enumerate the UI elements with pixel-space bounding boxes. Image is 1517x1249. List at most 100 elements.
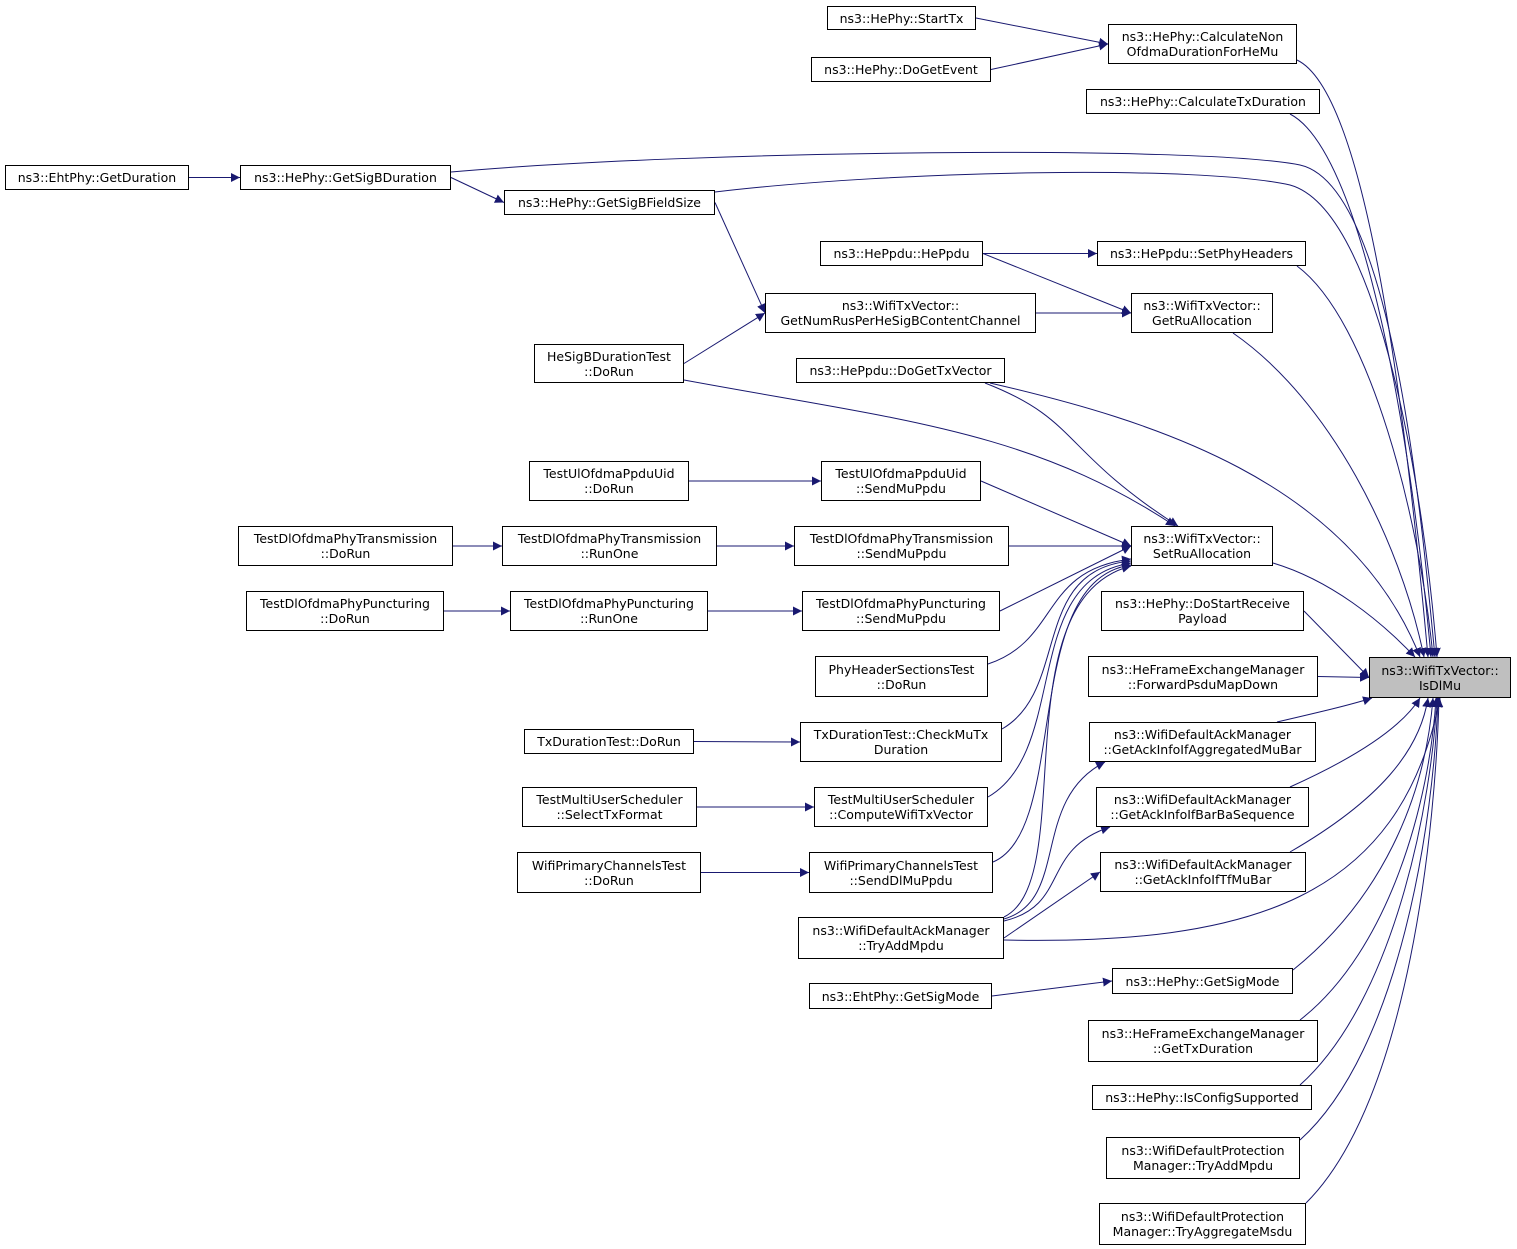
graph-node[interactable]: ns3::WifiDefaultAckManager::TryAddMpdu [798, 917, 1004, 959]
graph-node[interactable]: WifiPrimaryChannelsTest::SendDlMuPpdu [809, 852, 993, 893]
graph-node[interactable]: TestUlOfdmaPpduUid::SendMuPpdu [821, 461, 981, 501]
node-label-line: TestDlOfdmaPhyTransmission [253, 531, 438, 546]
node-label-line: ns3::HePhy::DoGetEvent [824, 62, 978, 77]
graph-edge [1289, 697, 1432, 853]
graph-node[interactable]: TestMultiUserScheduler::ComputeWifiTxVec… [814, 787, 988, 827]
node-label-line: Manager::TryAggregateMsdu [1112, 1224, 1293, 1239]
graph-edge [1232, 332, 1427, 658]
node-label-line: ::RunOne [580, 546, 639, 561]
graph-edge [1303, 610, 1370, 678]
node-label-line: ns3::WifiDefaultAckManager [1113, 792, 1292, 807]
node-label-line: ns3::HePpdu::SetPhyHeaders [1109, 246, 1294, 261]
node-label-line: ::DoRun [584, 872, 634, 888]
node-label-line: ns3::WifiTxVector:: [841, 298, 960, 313]
graph-edge [991, 977, 1113, 997]
graph-node[interactable]: ns3::HeFrameExchangeManager::ForwardPsdu… [1088, 656, 1318, 697]
node-label-line: ::SendMuPpdu [856, 546, 947, 561]
graph-edge [980, 480, 1132, 547]
node-label-line: ns3::HePpdu::DoGetTxVector [809, 363, 992, 378]
node-label-line: TestMultiUserScheduler [827, 792, 975, 807]
graph-node[interactable]: TestDlOfdmaPhyTransmission::DoRun [238, 526, 453, 566]
graph-node[interactable]: ns3::HeFrameExchangeManager::GetTxDurati… [1088, 1020, 1318, 1062]
graph-edge [693, 737, 801, 747]
node-label-line: GetRuAllocation [1152, 313, 1252, 328]
graph-edge [1292, 697, 1437, 971]
graph-edge [1289, 113, 1435, 658]
node-label-line: ::ForwardPsduMapDown [1127, 676, 1279, 692]
node-label-line: ::GetAckInfoIfTfMuBar [1134, 872, 1272, 887]
graph-node[interactable]: ns3::HePhy::GetSigBDuration [240, 165, 451, 190]
node-label-line: ::GetTxDuration [1152, 1041, 1254, 1056]
graph-node[interactable]: ns3::HePhy::StartTx [827, 6, 976, 30]
graph-node[interactable]: ns3::HePhy::GetSigMode [1112, 968, 1293, 994]
node-label-line: HeSigBDurationTest [547, 348, 671, 364]
node-label-line: ns3::WifiDefaultAckManager [812, 923, 990, 938]
graph-node[interactable]: TxDurationTest::DoRun [524, 729, 694, 754]
graph-node[interactable]: ns3::HePhy::IsConfigSupported [1092, 1085, 1312, 1110]
graph-edge [1299, 697, 1443, 1141]
node-label-line: TestUlOfdmaPpduUid [835, 466, 967, 481]
graph-node[interactable]: ns3::HePhy::CalculateTxDuration [1086, 89, 1320, 114]
graph-node[interactable]: ns3::WifiTxVector::SetRuAllocation [1131, 526, 1273, 566]
node-label-line: Payload [1178, 611, 1227, 626]
graph-node[interactable]: TestDlOfdmaPhyTransmission::RunOne [502, 526, 717, 566]
graph-edge [1003, 761, 1106, 920]
graph-node[interactable]: TestMultiUserScheduler::SelectTxFormat [522, 787, 697, 827]
graph-node[interactable]: TestDlOfdmaPhyPuncturing::DoRun [246, 591, 444, 631]
graph-node[interactable]: ns3::HePhy::DoGetEvent [811, 57, 991, 82]
node-label-line: ns3::HeFrameExchangeManager [1101, 1026, 1305, 1041]
node-label-line: ns3::HePhy::StartTx [839, 10, 964, 26]
graph-node[interactable]: TestDlOfdmaPhyTransmission::SendMuPpdu [794, 526, 1009, 566]
node-label-line: ::SendDlMuPpdu [849, 872, 953, 888]
node-label-line: Duration [873, 742, 929, 757]
graph-node[interactable]: TestDlOfdmaPhyPuncturing::RunOne [510, 591, 708, 631]
node-label-line: ::SendMuPpdu [856, 611, 946, 626]
graph-edge [450, 177, 505, 203]
graph-edge [1289, 697, 1421, 788]
graph-edge [987, 555, 1132, 665]
node-label-line: ::DoRun [876, 676, 927, 692]
graph-node[interactable]: ns3::HePpdu::HePpdu [820, 241, 983, 266]
graph-edge [987, 559, 1132, 798]
graph-node[interactable]: ns3::HePhy::GetSigBFieldSize [504, 190, 715, 215]
graph-node[interactable]: ns3::WifiTxVector::GetNumRusPerHeSigBCon… [765, 293, 1036, 333]
node-label-line: ns3::EhtPhy::GetSigMode [821, 988, 980, 1004]
graph-node[interactable]: ns3::WifiDefaultAckManager::GetAckInfoIf… [1089, 722, 1316, 762]
node-label-line: TestUlOfdmaPpduUid [543, 466, 675, 481]
node-label-line: ns3::HePhy::IsConfigSupported [1105, 1090, 1299, 1105]
node-label-line: TestDlOfdmaPhyPuncturing [260, 596, 430, 611]
node-label-line: ns3::HePhy::GetSigMode [1125, 973, 1280, 989]
node-label-line: IsDlMu [1418, 677, 1461, 693]
graph-node[interactable]: ns3::EhtPhy::GetDuration [5, 165, 189, 190]
graph-node[interactable]: PhyHeaderSectionsTest::DoRun [815, 656, 988, 697]
node-label-line: Manager::TryAddMpdu [1132, 1158, 1274, 1173]
graph-node[interactable]: ns3::WifiDefaultAckManager::GetAckInfoIf… [1100, 852, 1306, 892]
graph-node[interactable]: ns3::WifiDefaultAckManager::GetAckInfoIf… [1096, 787, 1309, 827]
graph-node[interactable]: TestUlOfdmaPpduUid::DoRun [529, 461, 689, 501]
graph-node[interactable]: HeSigBDurationTest::DoRun [534, 344, 684, 383]
graph-node[interactable]: ns3::WifiTxVector::GetRuAllocation [1131, 293, 1273, 333]
node-label-line: TestDlOfdmaPhyTransmission [517, 531, 702, 546]
graph-node[interactable]: WifiPrimaryChannelsTest::DoRun [517, 852, 701, 893]
graph-edge [714, 171, 1441, 658]
graph-edge [975, 17, 1109, 47]
node-label-line: ns3::WifiDefaultProtection [1120, 1209, 1285, 1224]
graph-node[interactable]: ns3::HePpdu::DoGetTxVector [796, 358, 1005, 383]
node-label-line: ns3::HePhy::GetSigBFieldSize [518, 195, 701, 210]
node-label-line: PhyHeaderSectionsTest [828, 661, 975, 677]
node-label-line: SetRuAllocation [1152, 546, 1252, 561]
node-label-line: TxDurationTest::DoRun [537, 734, 681, 749]
graph-node[interactable]: TestDlOfdmaPhyPuncturing::SendMuPpdu [802, 591, 1000, 631]
graph-edge [1317, 672, 1370, 682]
graph-node[interactable]: ns3::EhtPhy::GetSigMode [809, 983, 992, 1009]
graph-edge [990, 41, 1109, 70]
graph-edge [683, 379, 1176, 527]
graph-edge [450, 151, 1439, 658]
graph-node[interactable]: ns3::HePpdu::SetPhyHeaders [1097, 241, 1306, 266]
